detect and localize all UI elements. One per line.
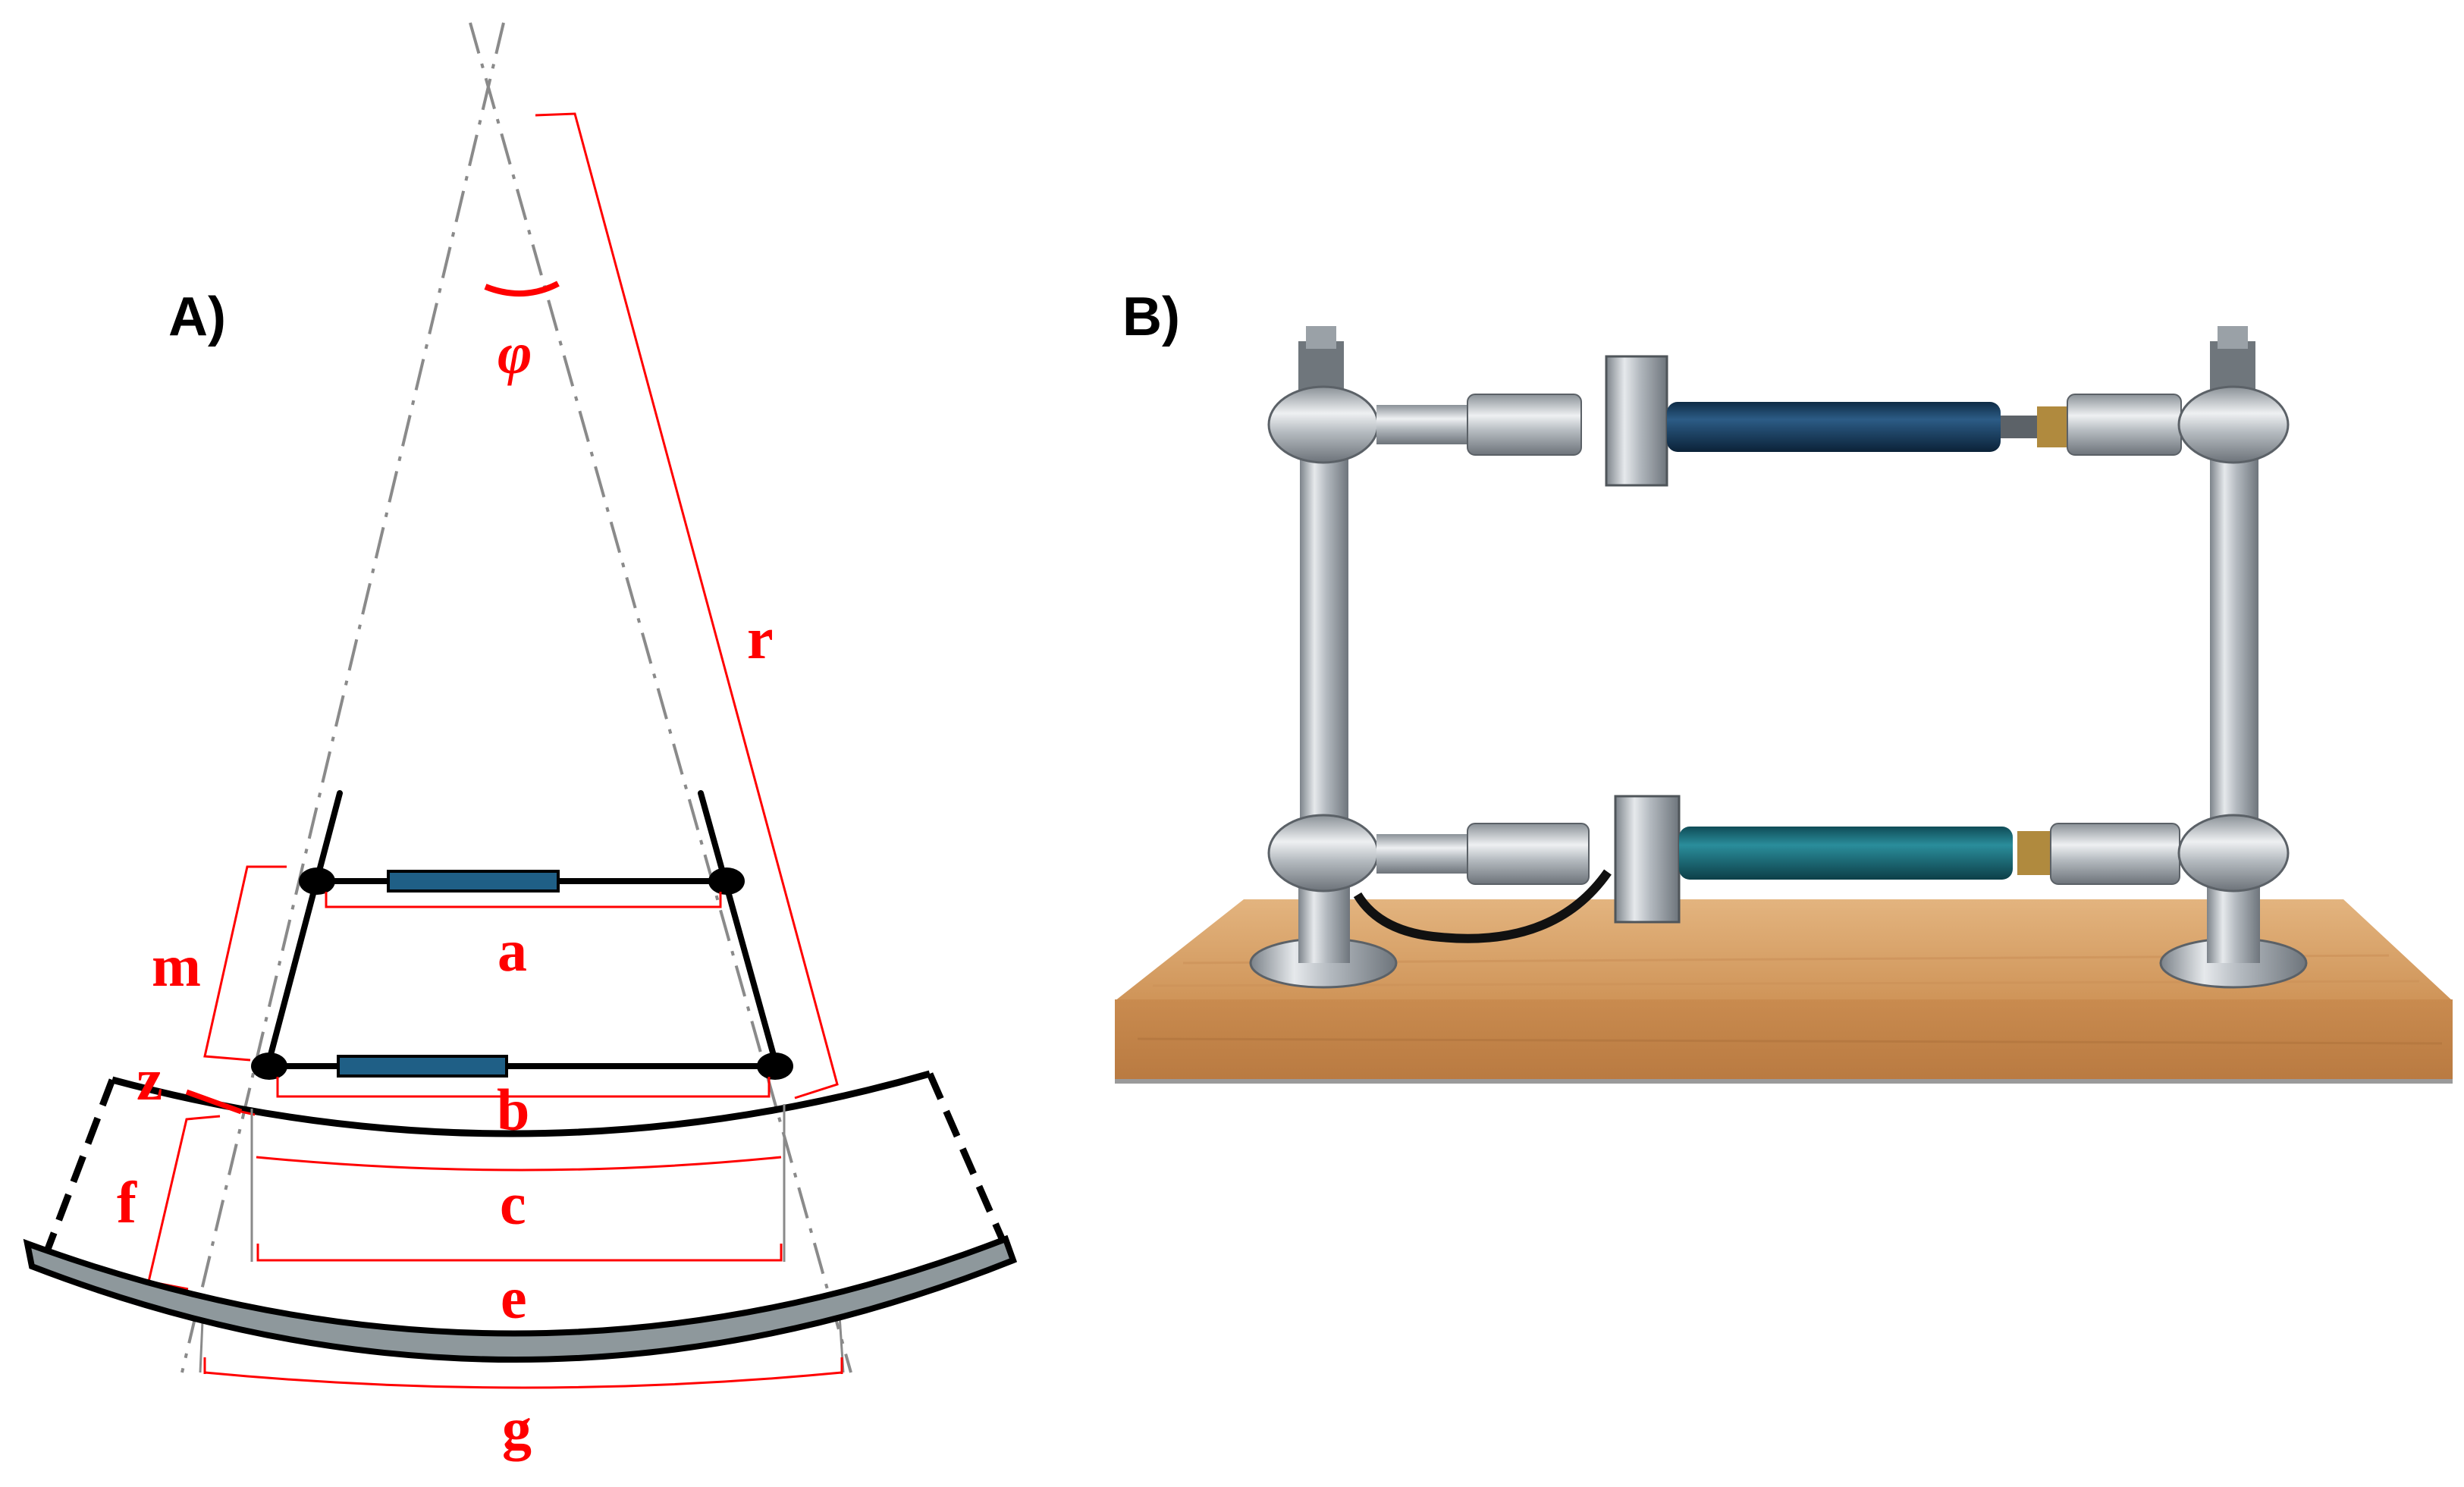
apparatus-photo: B) (1115, 287, 2453, 1084)
upper-left-joint (299, 867, 335, 895)
lower-clamp-block (1614, 795, 1681, 924)
right-post-nut (2210, 341, 2255, 394)
lower-right-joint (757, 1053, 793, 1080)
schematic-diagram: A) φ r m a (23, 22, 1018, 1461)
lower-left-eye (1267, 814, 1380, 893)
a-dimension-bracket (325, 892, 722, 908)
left-post (1249, 326, 1398, 989)
lower-rod-assembly (1267, 795, 2290, 924)
left-post-thread (1306, 326, 1336, 349)
angle-phi-arc (484, 281, 560, 297)
lower-plate (23, 1234, 1018, 1363)
upper-right-sleeve (2067, 394, 2182, 456)
sensor-cable (1353, 869, 1612, 943)
upper-left-rod-end (1376, 405, 1467, 444)
lower-left-joint (251, 1053, 287, 1080)
lower-left-rod-end (1376, 834, 1467, 874)
left-post-nut (1298, 341, 1344, 394)
lower-actuator (337, 1055, 508, 1078)
right-axis-line (469, 22, 852, 1373)
b-dimension-bracket (276, 1077, 771, 1098)
right-post (2159, 326, 2308, 989)
z-label: z (137, 1046, 163, 1112)
base-grain-3 (1137, 1037, 2443, 1045)
m-label: m (152, 933, 201, 999)
panel-b-label: B) (1122, 287, 1180, 347)
lower-brass-nut (2017, 831, 2051, 875)
r-label: r (747, 605, 774, 671)
upper-right-joint (708, 867, 745, 895)
frame-right-leg (698, 790, 780, 1069)
m-dimension-bracket (203, 865, 287, 1062)
upper-connector (2001, 416, 2037, 438)
e-label: e (501, 1265, 527, 1331)
upper-left-sleeve (1467, 394, 1582, 456)
lower-right-sleeve (2050, 823, 2180, 885)
base-front-face (1115, 999, 2453, 1081)
a-label: a (498, 918, 527, 983)
upper-left-eye (1267, 385, 1380, 464)
frame-left-leg (265, 790, 343, 1069)
z-dimension-mark (185, 1089, 243, 1115)
upper-actuator (387, 870, 560, 893)
lower-teal-rod (1679, 827, 2013, 880)
lower-left-sleeve (1467, 823, 1590, 885)
phi-label: φ (498, 320, 532, 386)
upper-rod-assembly (1267, 355, 2290, 487)
left-axis-line (180, 22, 505, 1373)
c-dimension-bracket (256, 1156, 782, 1172)
g-label: g (502, 1395, 532, 1461)
upper-surface-left-dash (43, 1078, 116, 1253)
e-dimension-bracket (256, 1244, 783, 1262)
upper-blue-rod (1667, 402, 2001, 452)
c-label: c (500, 1171, 526, 1237)
upper-right-eye (2177, 385, 2290, 464)
g-dimension-bracket (204, 1371, 843, 1389)
panel-a-label: A) (168, 287, 226, 347)
upper-brass-nut (2037, 406, 2067, 447)
wooden-base (1115, 899, 2453, 1084)
f-label: f (117, 1169, 137, 1235)
left-post-shaft (1300, 455, 1348, 819)
upper-surface-right-dash (926, 1072, 1008, 1245)
lower-right-eye (2177, 814, 2290, 893)
frame-legs (265, 790, 780, 1069)
base-top-face (1115, 899, 2453, 1001)
r-dimension-bracket (535, 112, 839, 1100)
right-post-thread (2218, 326, 2248, 349)
construction-axes (180, 22, 852, 1373)
upper-clamp-block (1605, 355, 1668, 487)
right-post-shaft (2210, 455, 2258, 819)
